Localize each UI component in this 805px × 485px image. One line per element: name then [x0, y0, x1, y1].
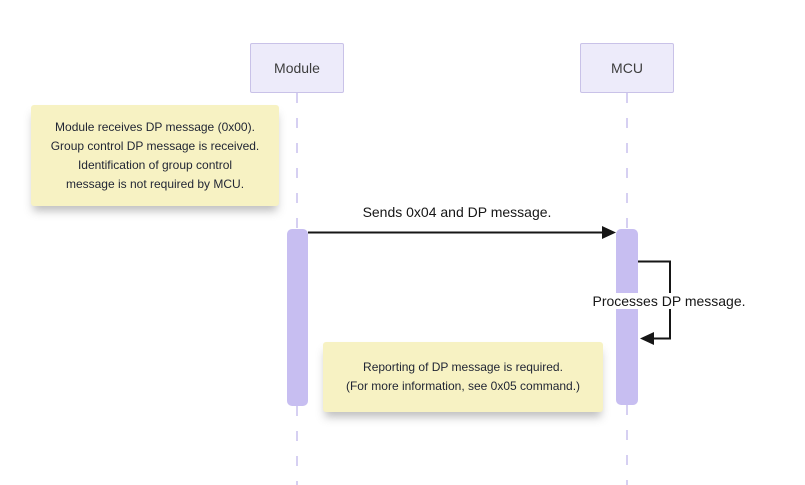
note-reporting-required-text: Reporting of DP message is required. (Fo… [345, 360, 581, 393]
message-label-send: Sends 0x04 and DP message. [362, 204, 552, 220]
actor-label-module: Module [274, 60, 320, 76]
activation-bar-module [287, 229, 308, 406]
note-group-control-text: Module receives DP message (0x00). Group… [50, 119, 260, 191]
actor-box-mcu: MCU [580, 43, 674, 93]
message-label-process: Processes DP message. [589, 293, 749, 309]
activation-bar-mcu [616, 229, 638, 405]
message-arrowhead [602, 226, 616, 239]
note-group-control: Module receives DP message (0x00). Group… [31, 105, 279, 206]
note-reporting-required: Reporting of DP message is required. (Fo… [323, 342, 603, 412]
self-loop-arrowhead [640, 332, 654, 345]
actor-box-module: Module [250, 43, 344, 93]
actor-label-mcu: MCU [611, 60, 643, 76]
